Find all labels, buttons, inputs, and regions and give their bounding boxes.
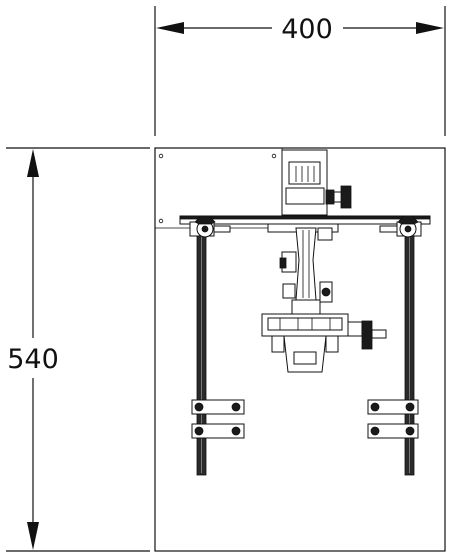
mounting-plate — [154, 147, 283, 229]
width-label: 400 — [281, 14, 333, 45]
clamp-bolt-icon — [405, 426, 415, 436]
lower-head — [261, 313, 387, 373]
width-arrow-right-icon — [416, 22, 444, 34]
screw-icon — [158, 218, 164, 224]
base-plate — [154, 147, 446, 552]
left-post — [189, 215, 231, 476]
right-post — [379, 215, 422, 476]
head-knob-icon — [361, 320, 373, 350]
left-clamps — [191, 399, 245, 439]
screw-icon — [271, 153, 277, 159]
height-arrow-bottom-icon — [27, 522, 39, 550]
height-dimension: 540 — [6, 147, 150, 552]
width-dimension: 400 — [154, 6, 446, 136]
clamp-bolt-icon — [194, 402, 204, 412]
clamp-bolt-icon — [231, 426, 241, 436]
clamp-bolt-icon — [231, 402, 241, 412]
column-knob-icon — [321, 287, 331, 297]
screw-icon — [158, 153, 164, 159]
height-label: 540 — [7, 344, 59, 375]
width-arrow-left-icon — [156, 22, 184, 34]
clamp-bolt-icon — [194, 426, 204, 436]
clamp-bolt-icon — [370, 402, 380, 412]
height-arrow-top-icon — [27, 149, 39, 177]
top-carriage — [281, 149, 352, 216]
adjust-knob-icon — [340, 185, 352, 209]
center-column — [279, 227, 333, 317]
clamp-bolt-icon — [370, 426, 380, 436]
clamp-bolt-icon — [405, 402, 415, 412]
right-clamps — [367, 399, 419, 439]
